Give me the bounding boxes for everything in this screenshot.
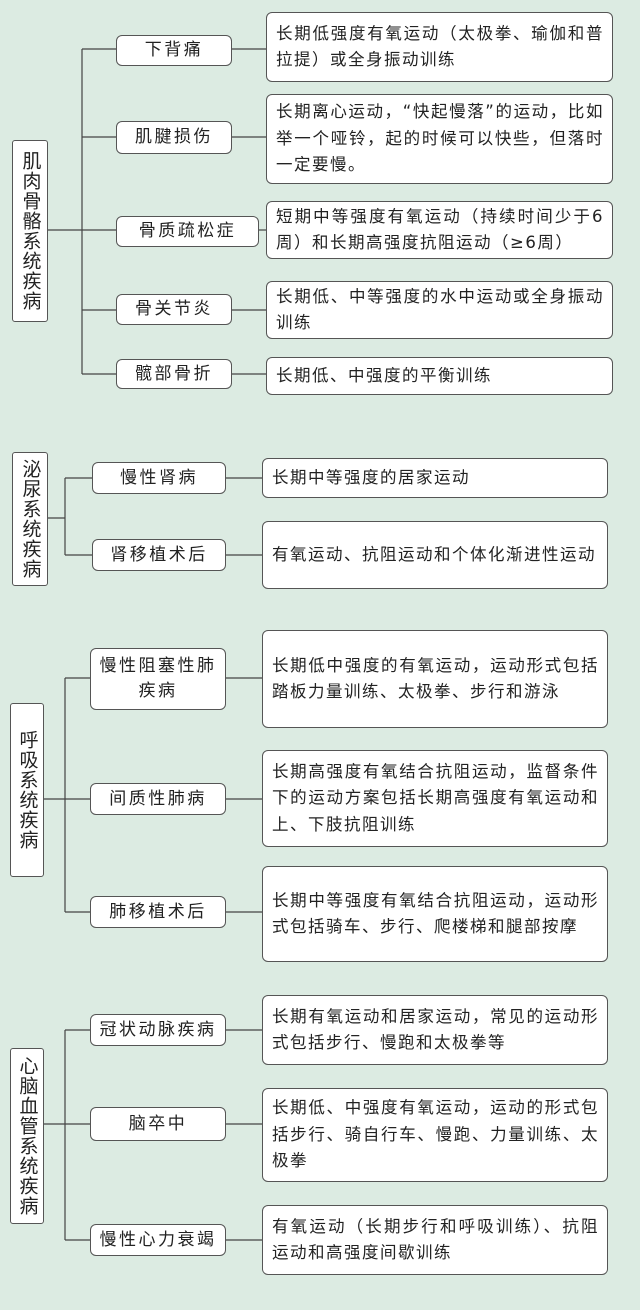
exercise-osteoporosis: 短期中等强度有氧运动（持续时间少于6周）和长期高强度抗阻运动（≥6周）: [266, 201, 613, 259]
exercise-osteoarthritis: 长期低、中等强度的水中运动或全身振动训练: [266, 281, 613, 339]
disease-post-lung-transplant: 肺移植术后: [90, 896, 226, 928]
exercise-coronary-artery-disease: 长期有氧运动和居家运动，常见的运动形式包括步行、慢跑和太极拳等: [262, 995, 608, 1065]
disease-osteoarthritis: 骨关节炎: [116, 294, 232, 325]
disease-coronary-artery-disease: 冠状动脉疾病: [90, 1014, 226, 1046]
exercise-interstitial-lung-disease: 长期高强度有氧结合抗阻运动，监督条件下的运动方案包括长期高强度有氧运动和上、下肢…: [262, 750, 608, 847]
category-urinary: 泌尿系统疾病: [12, 452, 48, 586]
disease-chronic-kidney-disease: 慢性肾病: [92, 462, 226, 494]
exercise-chronic-kidney-disease: 长期中等强度的居家运动: [262, 458, 608, 498]
disease-low-back-pain: 下背痛: [116, 35, 232, 66]
disease-chronic-heart-failure: 慢性心力衰竭: [90, 1224, 226, 1256]
category-respiratory: 呼吸系统疾病: [10, 703, 44, 877]
disease-interstitial-lung-disease: 间质性肺病: [90, 783, 226, 815]
exercise-chronic-heart-failure: 有氧运动（长期步行和呼吸训练）、抗阻运动和高强度间歇训练: [262, 1205, 608, 1275]
exercise-stroke: 长期低、中强度有氧运动，运动的形式包括步行、骑自行车、慢跑、力量训练、太极拳: [262, 1088, 608, 1182]
category-musculoskeletal: 肌肉骨骼系统疾病: [12, 140, 48, 322]
exercise-low-back-pain: 长期低强度有氧运动（太极拳、瑜伽和普拉提）或全身振动训练: [266, 12, 613, 82]
disease-post-kidney-transplant: 肾移植术后: [92, 539, 226, 571]
disease-hip-fracture: 髋部骨折: [116, 359, 232, 389]
disease-stroke: 脑卒中: [90, 1107, 226, 1141]
exercise-post-kidney-transplant: 有氧运动、抗阻运动和个体化渐进性运动: [262, 521, 608, 589]
exercise-hip-fracture: 长期低、中强度的平衡训练: [266, 357, 613, 395]
disease-tendon-injury: 肌腱损伤: [116, 121, 232, 154]
exercise-tendon-injury: 长期离心运动，“快起慢落”的运动，比如举一个哑铃，起的时候可以快些，但落时一定要…: [266, 94, 613, 184]
category-cardiovascular: 心脑血管系统疾病: [10, 1048, 44, 1224]
disease-copd: 慢性阻塞性肺疾病: [90, 648, 226, 710]
exercise-post-lung-transplant: 长期中等强度有氧结合抗阻运动，运动形式包括骑车、步行、爬楼梯和腿部按摩: [262, 866, 608, 962]
exercise-copd: 长期低中强度的有氧运动，运动形式包括踏板力量训练、太极拳、步行和游泳: [262, 630, 608, 728]
disease-osteoporosis: 骨质疏松症: [116, 216, 259, 247]
